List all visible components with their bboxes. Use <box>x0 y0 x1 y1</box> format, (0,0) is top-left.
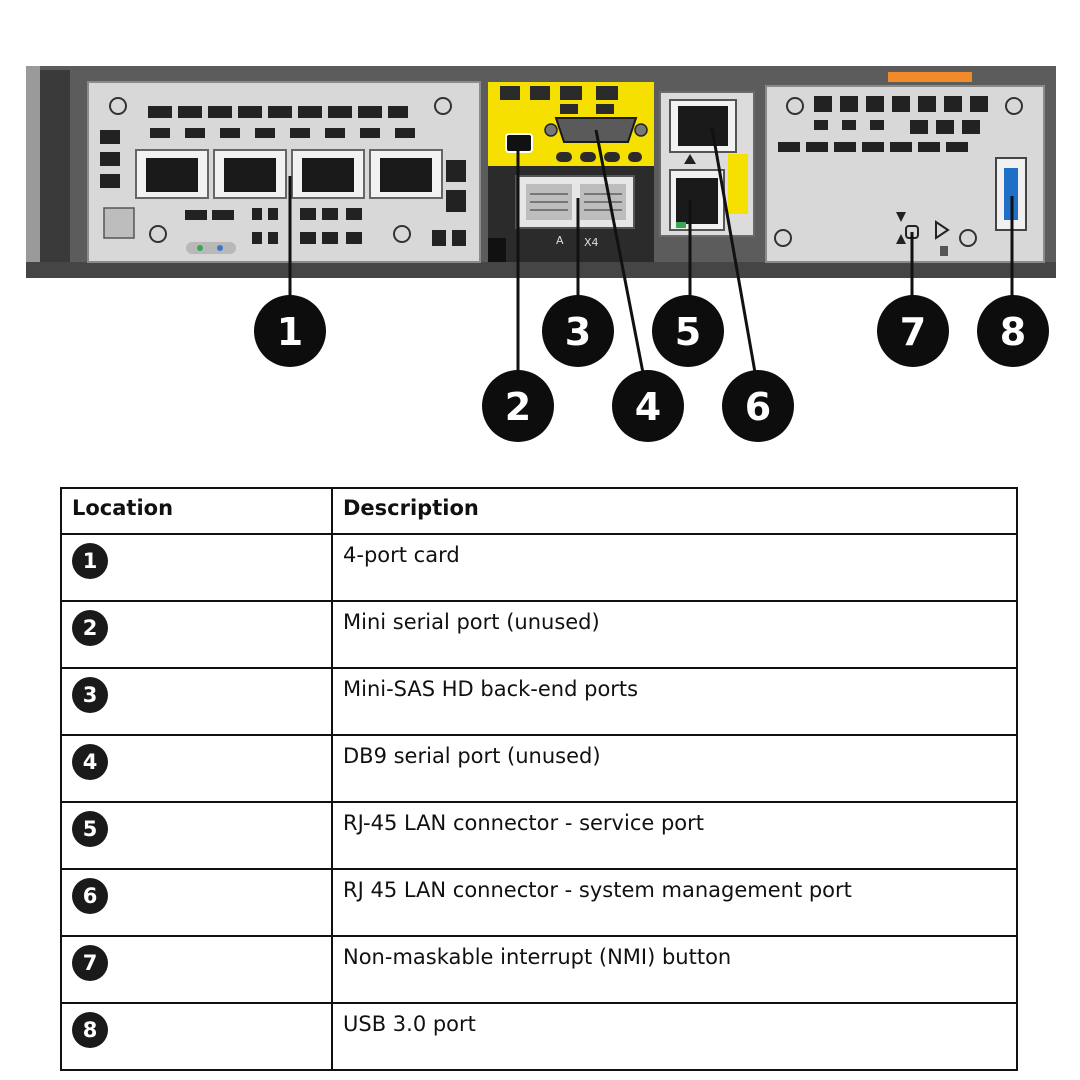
location-cell: 5 <box>60 801 333 870</box>
description-cell: 4-port card <box>331 533 1018 602</box>
callout-3: 3 <box>542 295 614 367</box>
callout-6-label: 6 <box>745 385 771 429</box>
location-badge: 5 <box>72 811 108 847</box>
callout-3-label: 3 <box>565 310 591 354</box>
lan-module <box>659 91 755 237</box>
location-badge: 7 <box>72 945 108 981</box>
description-cell: DB9 serial port (unused) <box>331 734 1018 803</box>
description-cell: USB 3.0 port <box>331 1002 1018 1071</box>
callout-6: 6 <box>722 370 794 442</box>
location-badge: 4 <box>72 744 108 780</box>
callout-7: 7 <box>877 295 949 367</box>
location-cell: 6 <box>60 868 333 937</box>
callout-2-label: 2 <box>505 385 531 429</box>
rear-panel-diagram: A X4 <box>26 66 1056 442</box>
controller-io-module: A X4 <box>488 82 654 262</box>
orange-tab <box>888 72 972 82</box>
port-group-label: X4 <box>584 236 599 249</box>
description-cell: Non-maskable interrupt (NMI) button <box>331 935 1018 1004</box>
table-row: 2 Mini serial port (unused) <box>60 600 1018 669</box>
table-row: 4 DB9 serial port (unused) <box>60 734 1018 803</box>
callout-1: 1 <box>254 295 326 367</box>
location-badge: 1 <box>72 543 108 579</box>
description-cell: RJ-45 LAN connector - service port <box>331 801 1018 870</box>
location-cell: 2 <box>60 600 333 669</box>
legend-table: Location Description 1 4-port card 2 Min… <box>60 487 1018 1071</box>
location-header: Location <box>60 487 333 535</box>
table-row: 5 RJ-45 LAN connector - service port <box>60 801 1018 870</box>
table-row: 3 Mini-SAS HD back-end ports <box>60 667 1018 736</box>
description-cell: RJ 45 LAN connector - system management … <box>331 868 1018 937</box>
location-badge: 3 <box>72 677 108 713</box>
location-badge: 6 <box>72 878 108 914</box>
table-row: 7 Non-maskable interrupt (NMI) button <box>60 935 1018 1004</box>
callout-2: 2 <box>482 370 554 442</box>
location-badge: 8 <box>72 1012 108 1048</box>
location-cell: 4 <box>60 734 333 803</box>
callout-8: 8 <box>977 295 1049 367</box>
location-cell: 7 <box>60 935 333 1004</box>
four-port-card-panel <box>87 81 481 263</box>
callout-4-label: 4 <box>635 385 661 429</box>
callout-4: 4 <box>612 370 684 442</box>
description-header: Description <box>331 487 1018 535</box>
description-cell: Mini serial port (unused) <box>331 600 1018 669</box>
location-cell: 3 <box>60 667 333 736</box>
table-header-row: Location Description <box>60 487 1018 535</box>
location-badge: 2 <box>72 610 108 646</box>
location-cell: 1 <box>60 533 333 602</box>
table-row: 6 RJ 45 LAN connector - system managemen… <box>60 868 1018 937</box>
callout-5: 5 <box>652 295 724 367</box>
callout-1-label: 1 <box>277 310 303 354</box>
rj45-port-group <box>135 149 443 199</box>
table-row: 1 4-port card <box>60 533 1018 602</box>
location-cell: 8 <box>60 1002 333 1071</box>
table-row: 8 USB 3.0 port <box>60 1002 1018 1071</box>
right-panel <box>765 85 1045 263</box>
callout-7-label: 7 <box>900 310 926 354</box>
callout-8-label: 8 <box>1000 310 1026 354</box>
callout-leader-lines <box>288 127 1014 379</box>
callout-5-label: 5 <box>675 310 701 354</box>
port-letter-label: A <box>556 234 564 247</box>
description-cell: Mini-SAS HD back-end ports <box>331 667 1018 736</box>
